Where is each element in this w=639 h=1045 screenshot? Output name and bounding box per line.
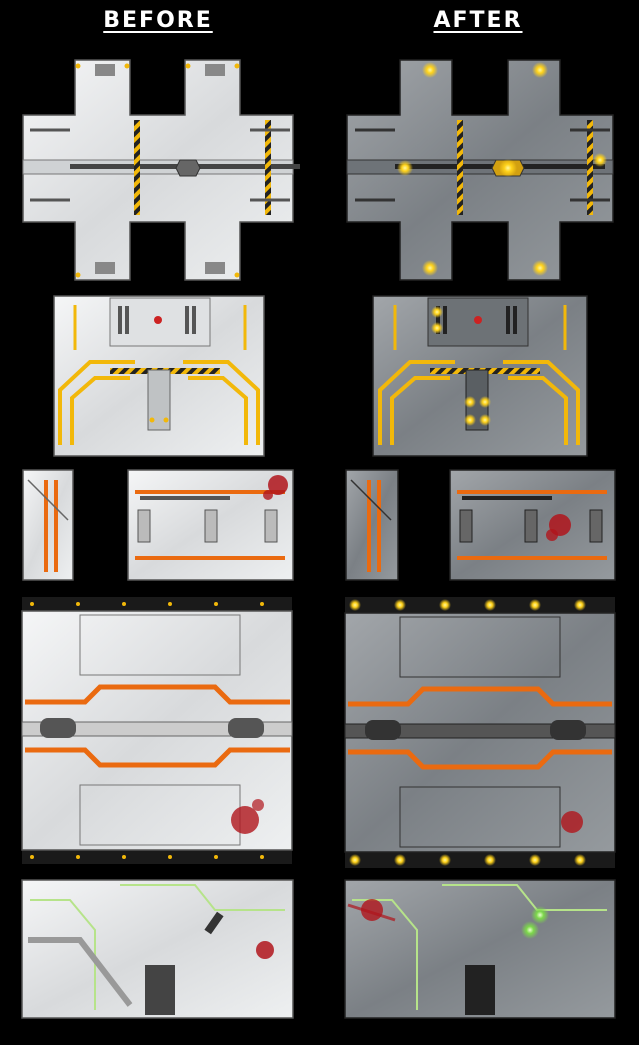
before-heading: BEFORE [103,8,213,33]
tile-4-after [344,597,616,868]
tile-3-before [22,469,294,581]
tile-4-before [21,597,293,864]
tile-2-after [372,295,588,457]
tile-1-after [346,59,614,281]
tile-5-before [21,879,294,1019]
tile-5-after [344,879,616,1019]
tile-2-before [53,295,265,457]
tile-1-before [22,59,300,281]
after-heading: AFTER [433,8,523,33]
tile-3-after [345,469,616,581]
